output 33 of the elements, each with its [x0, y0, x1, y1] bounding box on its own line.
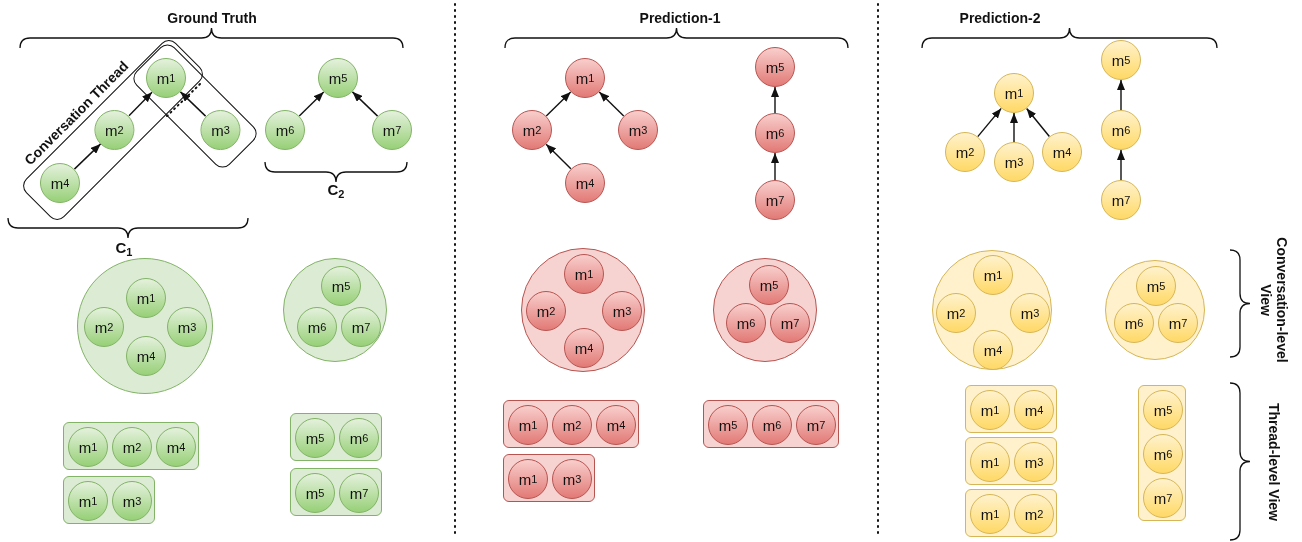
thread-group-box	[503, 454, 595, 502]
arrow	[128, 91, 153, 117]
thread-group-box	[1138, 385, 1186, 521]
thread-group-box	[965, 385, 1057, 433]
arrow	[545, 143, 572, 170]
arrow	[771, 86, 779, 114]
section-title: Prediction-2	[959, 10, 1041, 26]
thread-group-box	[290, 468, 382, 516]
thread-group-box	[965, 437, 1057, 485]
arrow	[1025, 107, 1051, 138]
cluster-label: C$_{2}$	[327, 180, 345, 200]
arrow	[73, 143, 102, 170]
arrow	[598, 91, 625, 117]
cluster-label: C$_{1}$	[115, 238, 133, 258]
arrow	[1010, 112, 1018, 143]
thread-group-box	[63, 476, 155, 524]
section-title: Prediction-1	[639, 10, 721, 26]
arrow	[545, 91, 572, 117]
thread-group-box	[965, 489, 1057, 537]
arrow	[977, 107, 1002, 138]
view-label: Thread-level View	[1266, 402, 1282, 523]
view-label: Conversation-level View	[1258, 236, 1290, 365]
arrow	[1117, 79, 1125, 111]
arrow	[1117, 149, 1125, 181]
section-title: Ground Truth	[167, 10, 257, 26]
arrow	[771, 152, 779, 181]
arrow	[298, 91, 325, 117]
thread-group-box	[703, 400, 839, 448]
thread-group-box	[290, 413, 382, 461]
thread-group-box	[503, 400, 639, 448]
thread-group-box	[63, 422, 199, 470]
arrow	[351, 91, 379, 117]
arrow	[179, 91, 207, 117]
